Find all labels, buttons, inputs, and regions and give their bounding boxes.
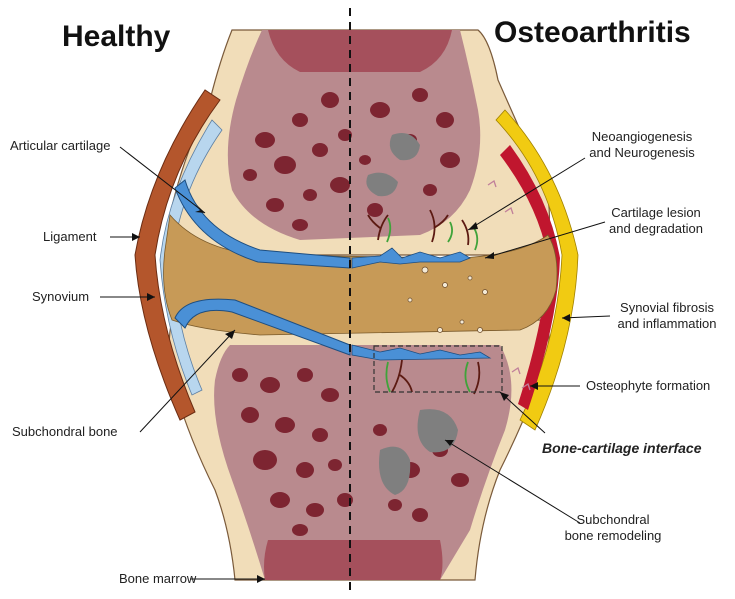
osteoarthritis-title: Osteoarthritis — [494, 16, 691, 50]
label-subchondral-remodeling-line2: bone remodeling — [548, 528, 678, 544]
label-cartilage-lesion-line2: and degradation — [600, 221, 712, 237]
label-synovial-fibrosis: Synovial fibrosis and inflammation — [606, 300, 728, 332]
label-neoangiogenesis-line2: and Neurogenesis — [582, 145, 702, 161]
label-synovial-fibrosis-line2: and inflammation — [606, 316, 728, 332]
label-articular-cartilage: Articular cartilage — [10, 138, 110, 154]
label-bone-marrow: Bone marrow — [119, 571, 196, 587]
label-ligament: Ligament — [43, 229, 96, 245]
label-osteophyte-formation: Osteophyte formation — [586, 378, 710, 394]
upper-bone-marrow-band — [268, 30, 452, 72]
lower-bone-marrow-band — [264, 540, 443, 580]
label-subchondral-remodeling: Subchondral bone remodeling — [548, 512, 678, 544]
label-subchondral-bone: Subchondral bone — [12, 424, 118, 440]
healthy-title: Healthy — [62, 20, 170, 54]
label-synovial-fibrosis-line1: Synovial fibrosis — [606, 300, 728, 316]
label-cartilage-lesion: Cartilage lesion and degradation — [600, 205, 712, 237]
label-bone-cartilage-interface: Bone-cartilage interface — [542, 440, 702, 456]
label-cartilage-lesion-line1: Cartilage lesion — [600, 205, 712, 221]
label-neoangiogenesis-line1: Neoangiogenesis — [582, 129, 702, 145]
label-synovium: Synovium — [32, 289, 89, 305]
label-subchondral-remodeling-line1: Subchondral — [548, 512, 678, 528]
label-neoangiogenesis: Neoangiogenesis and Neurogenesis — [582, 129, 702, 161]
